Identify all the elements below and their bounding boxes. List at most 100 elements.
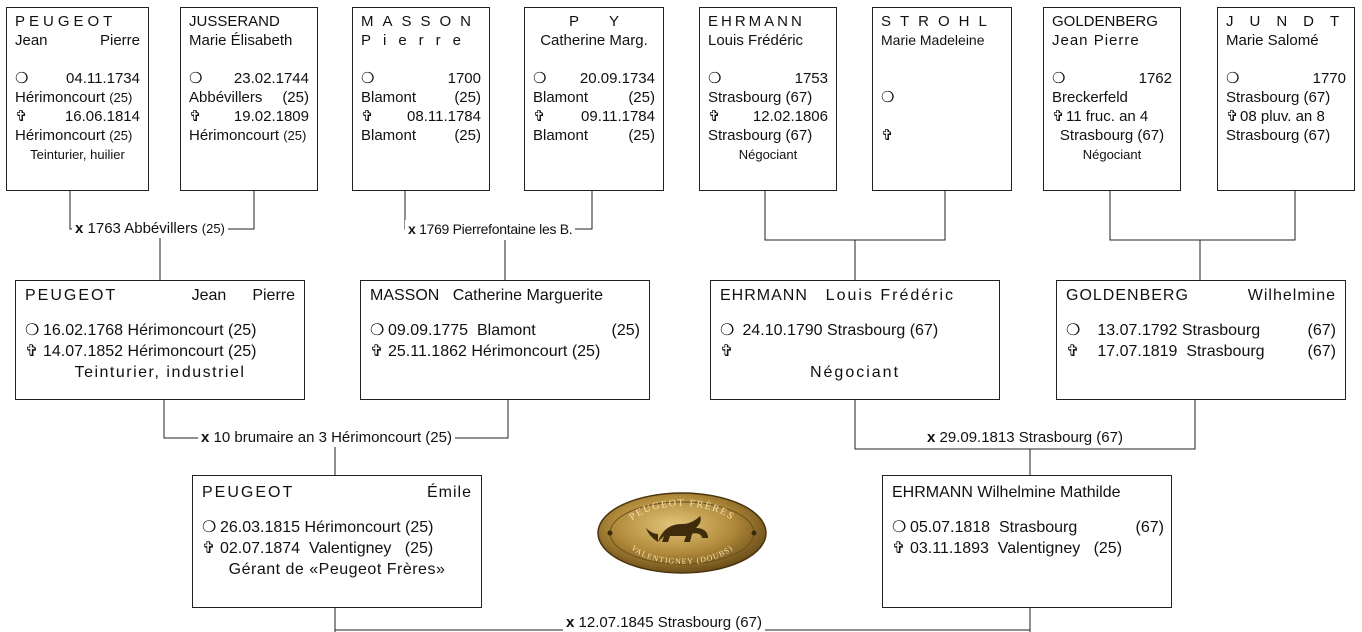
- birth-icon: ❍: [1226, 70, 1240, 87]
- death-icon: ✞: [1052, 108, 1065, 125]
- death-dept: (25): [628, 127, 655, 144]
- birth-date: 05.07.1818: [910, 519, 991, 536]
- birth-dept: (67): [1135, 519, 1164, 536]
- death-dept: (25): [109, 128, 133, 143]
- birth-dept: (25): [611, 322, 640, 339]
- birth-line: 16.02.1768 Hérimoncourt (25): [43, 322, 257, 339]
- surname: PEUGEOT: [15, 13, 117, 30]
- given-name: Louis Frédéric: [708, 32, 804, 49]
- birth-date: 1770: [1312, 70, 1346, 87]
- given-name: Wilhelmine: [1247, 287, 1336, 304]
- death-icon: ✞: [25, 343, 39, 360]
- birth-place: Strasbourg: [998, 519, 1078, 536]
- occupation: Teinturier, industriel: [74, 364, 246, 381]
- birth-icon: ❍: [892, 519, 907, 536]
- surname: GOLDENBERG: [1066, 287, 1189, 304]
- birth-place: Strasbourg (67): [1226, 89, 1331, 106]
- birth-icon: ❍: [202, 519, 217, 536]
- surname: JUNDT: [1226, 13, 1356, 30]
- birth-icon: ❍: [533, 70, 547, 87]
- given-name: Louis Frédéric: [825, 287, 956, 304]
- birth-place: Abbévillers: [189, 89, 263, 106]
- death-place: Blamont: [361, 127, 417, 144]
- occupation: Gérant de «Peugeot Frères»: [228, 561, 446, 578]
- surname: GOLDENBERG: [1052, 13, 1158, 30]
- surname: EHRMANN: [892, 484, 973, 501]
- death-icon: ✞: [1226, 108, 1239, 125]
- birth-icon: ❍: [708, 70, 722, 87]
- given-name: Marie Madeleine: [881, 32, 985, 48]
- death-place: Strasbourg (67): [708, 127, 813, 144]
- death-dept: (25): [283, 128, 307, 143]
- birth-icon: ❍: [25, 322, 40, 339]
- death-date: 02.07.1874: [220, 540, 301, 557]
- surname: PY: [568, 13, 649, 30]
- person-jundt-marie-salome: JUNDT Marie Salomé ❍ 1770 Strasbourg (67)…: [1217, 7, 1355, 191]
- death-icon: ✞: [720, 343, 734, 360]
- occupation: Négociant: [738, 147, 798, 162]
- given-second: Pierre: [252, 287, 295, 304]
- birth-date: 09.09.1775: [388, 322, 469, 339]
- person-ehrmann-louis-frederic-1790: EHRMANN Louis Frédéric ❍ 24.10.1790 Stra…: [710, 280, 1000, 400]
- death-date: 16.06.1814: [64, 108, 140, 125]
- death-date: 17.07.1819: [1097, 343, 1178, 360]
- birth-date: 1753: [794, 70, 828, 87]
- birth-date: 04.11.1734: [66, 70, 140, 87]
- birth-icon: ❍: [370, 322, 385, 339]
- person-goldenberg-jean-pierre: GOLDENBERG Jean Pierre ❍1762 Breckerfeld…: [1043, 7, 1181, 191]
- birth-place: Hérimoncourt: [15, 89, 106, 106]
- death-icon: ✞: [533, 108, 546, 125]
- death-dept: (67): [1307, 343, 1336, 360]
- given-name: Pierre: [361, 32, 474, 49]
- death-place: Hérimoncourt: [189, 127, 280, 144]
- marriage-label-an3: x 10 brumaire an 3 Hérimoncourt (25): [198, 429, 455, 447]
- person-ehrmann-wilhelmine-mathilde: EHRMANN Wilhelmine Mathilde ❍05.07.1818 …: [882, 475, 1172, 608]
- birth-dept: (25): [628, 89, 655, 106]
- birth-date: 1700: [447, 70, 481, 87]
- given-name: Jean Pierre: [1052, 32, 1140, 49]
- surname: EHRMANN: [720, 287, 808, 304]
- birth-dept: (25): [109, 90, 133, 105]
- birth-icon: ❍: [15, 70, 29, 87]
- death-icon: ✞: [1066, 343, 1080, 360]
- birth-icon: ❍: [1052, 70, 1066, 87]
- given-name: Marie Salomé: [1226, 32, 1319, 49]
- death-icon: ✞: [370, 343, 384, 360]
- death-date: 09.11.1784: [581, 108, 655, 125]
- surname: PEUGEOT: [202, 484, 295, 501]
- death-icon: ✞: [202, 540, 216, 557]
- death-place: Strasbourg (67): [1226, 127, 1331, 144]
- death-place: Valentigney: [308, 540, 392, 557]
- birth-place: Strasbourg (67): [708, 89, 813, 106]
- marriage-label-1813: x 29.09.1813 Strasbourg (67): [924, 429, 1126, 447]
- birth-line: 26.03.1815 Hérimoncourt (25): [220, 519, 434, 536]
- occupation: Négociant: [1082, 147, 1142, 162]
- given-name: Wilhelmine Mathilde: [977, 484, 1121, 501]
- death-date: 11 fruc. an 4: [1066, 108, 1149, 125]
- death-icon: ✞: [361, 108, 374, 125]
- birth-place: Blamont: [533, 89, 589, 106]
- birth-line: 24.10.1790 Strasbourg (67): [742, 322, 939, 339]
- person-ehrmann-louis-frederic-1753: EHRMANN Louis Frédéric ❍1753 Strasbourg …: [699, 7, 837, 191]
- given-first: Jean: [15, 32, 48, 49]
- person-py-catherine: PY Catherine Marg. ❍ 20.09.1734 Blamont (2…: [524, 7, 664, 191]
- surname: PEUGEOT: [25, 287, 118, 304]
- death-dept: (25): [454, 127, 481, 144]
- death-place: Valentigney: [997, 540, 1081, 557]
- birth-icon: ❍: [720, 322, 735, 339]
- death-place: Hérimoncourt: [15, 127, 106, 144]
- peugeot-freres-plaque-icon: PEUGEOT FRÈRES VALENTIGNEY (DOUBS): [597, 492, 767, 574]
- given-name: Catherine Marg.: [540, 32, 648, 49]
- birth-date: 13.07.1792: [1097, 322, 1178, 339]
- birth-dept: (25): [454, 89, 481, 106]
- birth-date: 20.09.1734: [579, 70, 655, 87]
- occupation: Teinturier, huilier: [30, 147, 125, 162]
- death-date: 19.02.1809: [233, 108, 309, 125]
- birth-place: Blamont: [476, 322, 536, 339]
- birth-icon: ❍: [1066, 322, 1081, 339]
- death-icon: ✞: [881, 127, 894, 144]
- death-date: 08.11.1784: [407, 108, 481, 125]
